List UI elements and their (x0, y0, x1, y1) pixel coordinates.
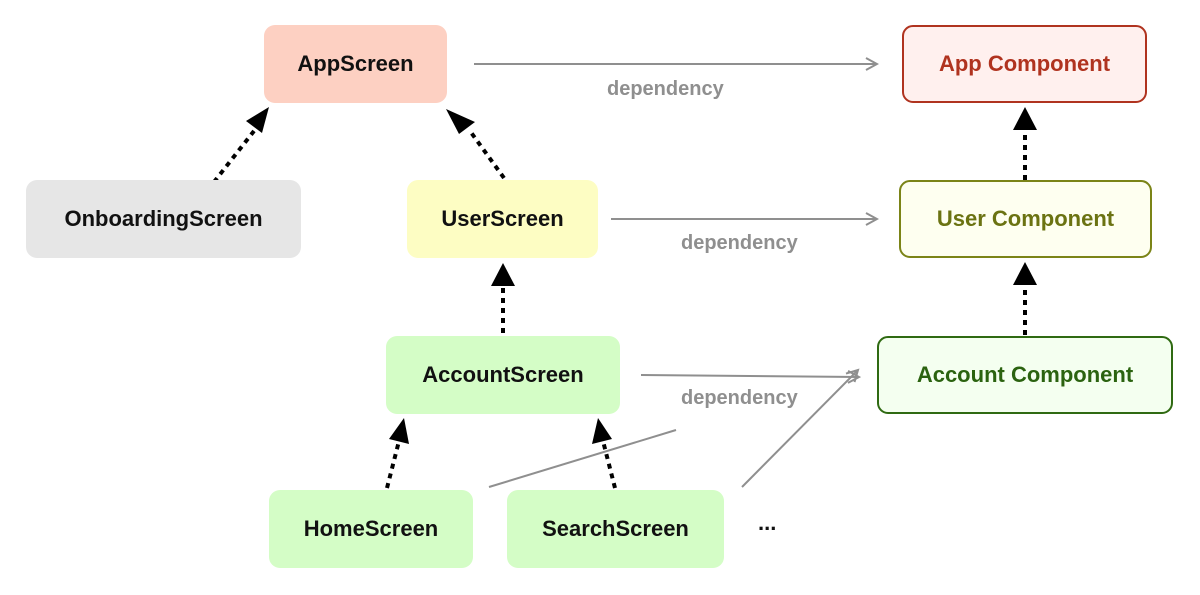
home-to-account-arrow (385, 418, 409, 489)
search-screen-node: SearchScreen (507, 490, 724, 568)
account-dependency-line (640, 375, 859, 377)
home-screen-node: HomeScreen (269, 490, 473, 568)
app-dependency-label: dependency (607, 78, 724, 100)
user-component-node: User Component (899, 180, 1152, 258)
app-screen-node: AppScreen (264, 25, 447, 103)
home-dependency-line (488, 429, 677, 488)
user-dependency-label: dependency (681, 232, 798, 254)
account-component-to-user-component-arrow (1013, 262, 1037, 335)
more-screens-ellipsis: ... (758, 510, 777, 535)
user-to-app-arrow (446, 109, 506, 180)
search-to-account-arrow (592, 418, 617, 489)
user-screen-node: UserScreen (407, 180, 598, 258)
account-screen-node: AccountScreen (386, 336, 620, 414)
user-component-to-app-component-arrow (1013, 107, 1037, 180)
app-component-node: App Component (902, 25, 1147, 103)
onboarding-to-app-arrow (212, 107, 269, 184)
account-component-node: Account Component (877, 336, 1173, 414)
account-to-user-arrow (491, 263, 515, 333)
account-dependency-label: dependency (681, 387, 798, 409)
search-dependency-line (741, 370, 858, 488)
onboarding-screen-node: OnboardingScreen (26, 180, 301, 258)
